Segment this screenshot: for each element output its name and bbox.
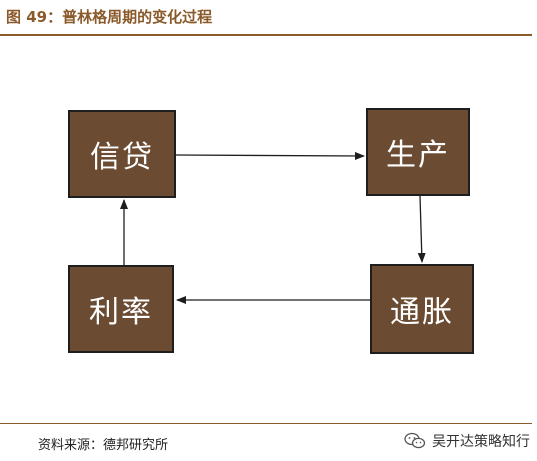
figure-title: 图 49：普林格周期的变化过程 (6, 8, 213, 26)
node-production: 生产 (366, 108, 470, 196)
watermark: 吴开达策略知行 (404, 430, 530, 452)
node-inflation: 通胀 (370, 264, 474, 354)
wechat-icon (404, 432, 426, 449)
node-credit: 信贷 (68, 110, 176, 198)
arrow-credit-to-production (175, 151, 365, 160)
title-divider (0, 34, 532, 36)
arrow-production-to-inflation (417, 195, 426, 263)
source-divider (0, 423, 532, 424)
node-interest-rate: 利率 (68, 265, 174, 353)
source-note: 资料来源：德邦研究所 (38, 438, 169, 453)
watermark-text: 吴开达策略知行 (432, 434, 530, 450)
